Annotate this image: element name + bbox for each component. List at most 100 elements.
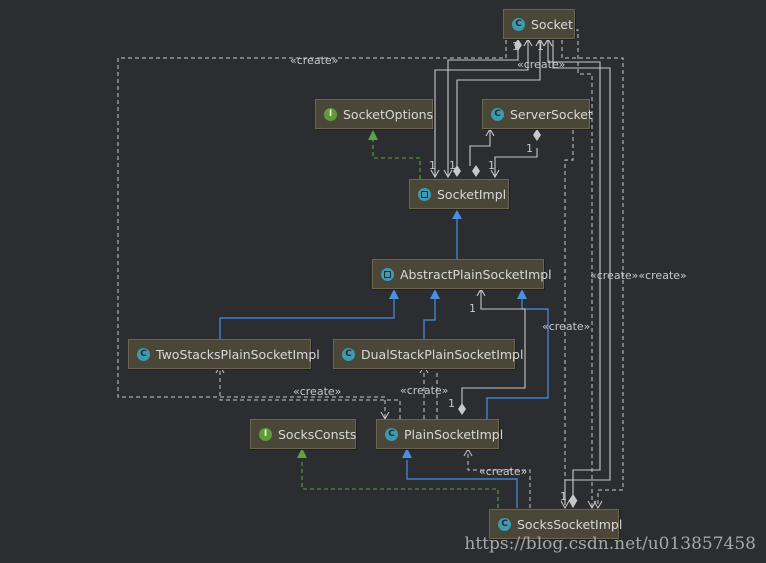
- arrowhead-to-abstractplain-1: [389, 289, 399, 299]
- class-name: ServerSocket: [510, 106, 593, 122]
- class-name: SocksConsts: [278, 426, 357, 442]
- create-label: «create»: [290, 54, 339, 67]
- multiplicity-label: 1: [429, 159, 436, 172]
- class-name: Socket: [531, 16, 573, 32]
- interface-socksconsts[interactable]: I SocksConsts: [250, 419, 356, 449]
- arrowhead-to-socketoptions: [368, 130, 378, 140]
- edge-socket-socketimpl-2: [447, 48, 519, 176]
- multiplicity-label: 1: [469, 302, 476, 315]
- multiplicity-label: 1: [449, 159, 456, 172]
- class-dualstackplainsocketimpl[interactable]: C DualStackPlainSocketImpl: [333, 339, 523, 369]
- abstract-class-abstractplainsocketimpl[interactable]: AbstractPlainSocketImpl: [372, 259, 552, 289]
- edge-socket-create-sockssocket-1: [561, 40, 624, 508]
- edge-serversocket-socketimpl-1: [469, 130, 491, 166]
- edge-socket-create-plainsocket: [117, 40, 507, 419]
- abstract-class-socketimpl[interactable]: SocketImpl: [409, 179, 509, 209]
- edge-socket-socketimpl-3: [456, 40, 541, 166]
- diamond-socket: [514, 39, 522, 51]
- class-icon: C: [491, 107, 504, 121]
- realization-edges: [301, 140, 499, 508]
- open-arrow-to-sockssocket-2: [587, 500, 597, 510]
- class-icon: C: [342, 347, 355, 361]
- composition-diamonds: [453, 39, 577, 506]
- multiplicity-label: 1: [488, 159, 495, 172]
- interface-socketoptions[interactable]: I SocketOptions: [315, 99, 433, 129]
- create-dependency-edges: [117, 29, 624, 508]
- class-name: SocksSocketImpl: [517, 516, 623, 532]
- create-label: «create»: [479, 465, 528, 478]
- edge-sockssocket-extends-plainsocket: [406, 460, 518, 508]
- class-name: AbstractPlainSocketImpl: [400, 266, 552, 282]
- watermark-url: https://blog.csdn.net/u013857458: [464, 534, 756, 554]
- open-arrow-to-sockssocket-1: [593, 500, 603, 510]
- edge-socketimpl-implements-socketoptions: [372, 140, 421, 179]
- edge-socket-socketimpl-1: [434, 40, 529, 176]
- diamond-sockssocket: [569, 494, 577, 506]
- edge-plainsocket-create-twostacks: [219, 366, 401, 419]
- open-arrow-sockssocket-1: [568, 499, 578, 509]
- association-arrowheads: [430, 37, 578, 509]
- inheritance-arrowheads: [389, 210, 527, 458]
- edge-twostacks-extends-abstractplain: [219, 291, 395, 340]
- open-arrow-socketimpl-2: [443, 169, 453, 179]
- class-serversocket[interactable]: C ServerSocket: [482, 99, 593, 129]
- realization-arrowheads: [297, 130, 378, 458]
- open-arrow-abstractplain: [476, 287, 486, 297]
- class-icon: C: [498, 517, 511, 531]
- association-edges: [434, 40, 611, 505]
- create-label: «create»: [542, 320, 591, 333]
- class-icon: C: [385, 427, 398, 441]
- diamond-plainsocket: [458, 403, 466, 415]
- arrowhead-to-abstractplain-2: [430, 289, 440, 299]
- diamond-socketimpl-2: [472, 165, 480, 177]
- inheritance-edges: [219, 215, 549, 508]
- open-arrow-socketimpl-3: [490, 169, 500, 179]
- edge-socket-sockssocket-1: [547, 40, 601, 496]
- class-sockssocketimpl[interactable]: C SocksSocketImpl: [489, 509, 623, 539]
- class-icon: C: [512, 17, 525, 31]
- edge-plainsocket-extends-abstractplain: [486, 291, 549, 419]
- edge-dualstack-extends-abstractplain: [423, 291, 436, 340]
- create-label: «create»: [400, 384, 449, 397]
- open-arrow-socketimpl-1: [430, 169, 440, 179]
- arrowhead-to-abstractplain-3: [517, 289, 527, 299]
- class-icon: C: [137, 347, 150, 361]
- interface-icon: I: [259, 427, 272, 441]
- class-name: TwoStacksPlainSocketImpl: [156, 346, 320, 362]
- abstract-class-icon: [418, 187, 431, 201]
- create-label-overlapping: «create»«create»: [590, 269, 687, 282]
- edge-serversocket-socketimpl-2: [494, 148, 538, 176]
- class-name: PlainSocketImpl: [404, 426, 504, 442]
- edge-sockssocket-implements-socksconsts: [301, 459, 499, 508]
- open-arrow-to-plainsocket-2: [463, 447, 473, 457]
- diamond-socketimpl-1: [453, 165, 461, 177]
- edge-socket-sockssocket-2: [552, 40, 611, 505]
- class-name: SocketImpl: [437, 186, 507, 202]
- open-arrow-socket-3: [543, 37, 553, 47]
- open-arrow-serversocket: [485, 127, 495, 137]
- multiplicity-label: 1: [448, 397, 455, 410]
- open-arrow-to-sockssocket-3: [560, 500, 570, 510]
- abstract-class-icon: [381, 267, 394, 281]
- class-name: DualStackPlainSocketImpl: [361, 346, 524, 362]
- class-plainsocketimpl[interactable]: C PlainSocketImpl: [376, 419, 503, 449]
- class-twostacksplainsocketimpl[interactable]: C TwoStacksPlainSocketImpl: [128, 339, 320, 369]
- diamond-serversocket: [533, 129, 541, 141]
- arrowhead-to-socksconsts: [297, 448, 307, 458]
- class-socket[interactable]: C Socket: [503, 9, 575, 39]
- arrowhead-to-socketimpl: [452, 210, 462, 219]
- arrowhead-to-plainsocket: [402, 448, 412, 458]
- create-label: «create»: [517, 58, 566, 71]
- class-name: SocketOptions: [343, 106, 434, 122]
- create-label: «create»: [293, 385, 342, 398]
- interface-icon: I: [324, 107, 337, 121]
- multiplicity-label: 1: [560, 490, 567, 503]
- multiplicity-label: 1: [526, 142, 533, 155]
- edge-socket-create-sockssocket-2: [568, 29, 593, 508]
- multiplicity-label: 1: [512, 40, 519, 53]
- open-arrow-socket-2: [535, 37, 545, 47]
- edge-serversocket-create-sockssocket: [564, 130, 574, 508]
- open-arrow-socket-1: [523, 37, 533, 47]
- multiplicity-label: 1: [537, 40, 544, 53]
